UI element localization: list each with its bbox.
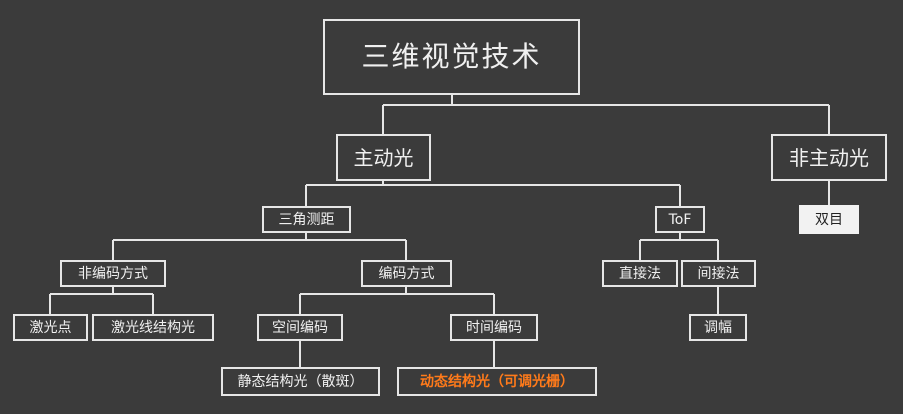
node-tof: ToF	[655, 206, 705, 233]
node-laser-point: 激光点	[13, 314, 88, 341]
node-temporal-coding: 时间编码	[450, 314, 538, 341]
node-spatial-coding: 空间编码	[257, 314, 343, 341]
node-passive-light: 非主动光	[771, 134, 887, 181]
connector-active	[305, 181, 681, 206]
connector-coded	[299, 287, 495, 314]
node-direct: 直接法	[602, 260, 678, 287]
node-modulation: 调幅	[689, 314, 747, 341]
connector-tof	[639, 233, 719, 260]
connector-triangulation	[112, 233, 407, 260]
connector-non-coded	[49, 287, 154, 314]
node-binocular: 双目	[799, 205, 859, 234]
node-root: 三维视觉技术	[323, 19, 580, 95]
node-indirect: 间接法	[681, 260, 756, 287]
node-static-structured: 静态结构光（散斑）	[221, 367, 380, 396]
node-dynamic-structured: 动态结构光（可调光栅）	[397, 367, 597, 396]
node-coded: 编码方式	[361, 260, 452, 287]
node-active-light: 主动光	[336, 134, 431, 181]
node-non-coded: 非编码方式	[60, 260, 166, 287]
connector-root	[382, 95, 830, 134]
node-triangulation: 三角测距	[262, 206, 351, 233]
node-laser-line: 激光线结构光	[92, 314, 214, 341]
